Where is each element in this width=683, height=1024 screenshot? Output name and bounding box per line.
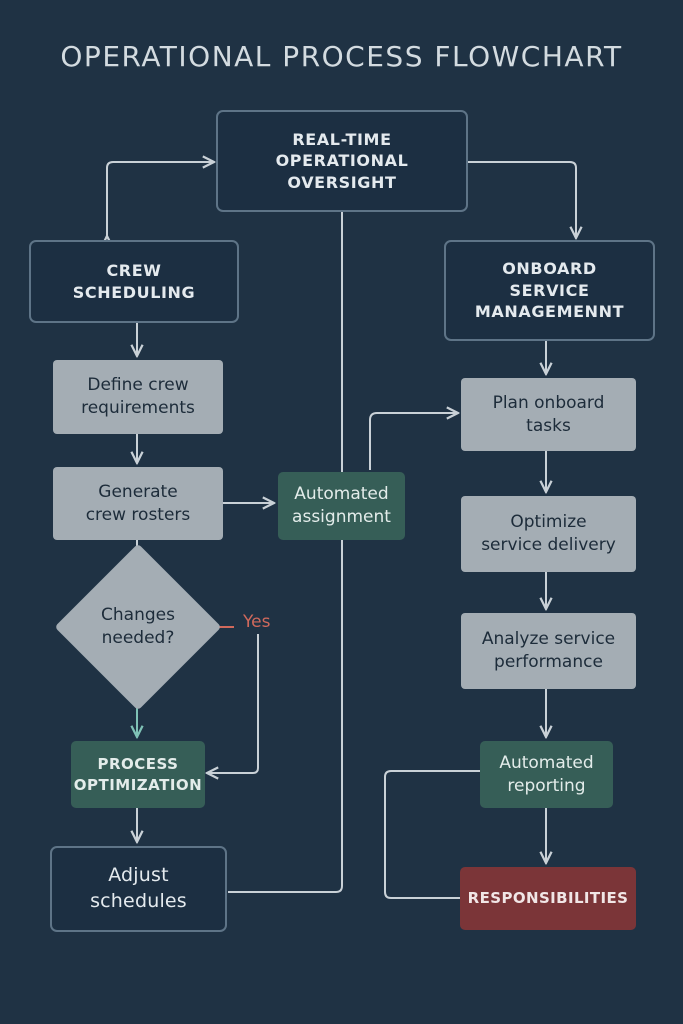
node-automated-reporting-label: Automated reporting <box>499 752 594 796</box>
node-analyze-performance: Analyze service performance <box>461 613 636 689</box>
node-onboard-service: ONBOARD SERVICE MANAGEMENNT <box>444 240 655 341</box>
node-define-crew: Define crew requirements <box>53 360 223 434</box>
node-optimize-service-label: Optimize service delivery <box>481 512 616 555</box>
node-process-optimization: PROCESS OPTIMIZATION <box>71 741 205 808</box>
connector-oversight-trunk <box>228 212 343 893</box>
connector-automated-plan <box>369 413 458 470</box>
node-oversight: REAL-TIME OPERATIONAL OVERSIGHT <box>216 110 468 212</box>
edge-label-yes: Yes <box>243 612 271 632</box>
node-responsibilities-label: RESPONSIBILITIES <box>467 889 629 908</box>
node-oversight-label: REAL-TIME OPERATIONAL OVERSIGHT <box>275 129 409 192</box>
node-define-crew-label: Define crew requirements <box>81 375 195 418</box>
connector-yes-loop <box>207 634 259 773</box>
connector-oversight-crew <box>107 162 214 236</box>
node-crew-scheduling: CREW SCHEDULING <box>29 240 239 323</box>
node-optimize-service: Optimize service delivery <box>461 496 636 572</box>
node-changes-label: Changes needed? <box>101 605 175 648</box>
node-generate-rosters: Generate crew rosters <box>53 467 223 540</box>
node-automated-assignment-label: Automated assignment <box>292 484 391 527</box>
node-generate-rosters-label: Generate crew rosters <box>85 481 191 525</box>
chart-title: OPERATIONAL PROCESS FLOWCHART <box>60 40 623 73</box>
node-adjust-schedules-label: Adjust schedules <box>90 864 187 912</box>
node-automated-assignment: Automated assignment <box>278 472 405 540</box>
node-plan-onboard: Plan onboard tasks <box>461 378 636 451</box>
connector-reporting-loop <box>384 770 480 899</box>
node-process-optimization-label: PROCESS OPTIMIZATION <box>73 755 203 794</box>
node-crew-scheduling-label: CREW SCHEDULING <box>72 260 196 302</box>
node-analyze-performance-label: Analyze service performance <box>481 629 616 672</box>
node-automated-reporting: Automated reporting <box>480 741 613 808</box>
node-adjust-schedules: Adjust schedules <box>50 846 227 932</box>
node-onboard-service-label: ONBOARD SERVICE MANAGEMENNT <box>474 259 625 322</box>
connector-oversight-onboard <box>468 161 576 238</box>
node-responsibilities: RESPONSIBILITIES <box>460 867 636 930</box>
node-plan-onboard-label: Plan onboard tasks <box>492 392 605 436</box>
